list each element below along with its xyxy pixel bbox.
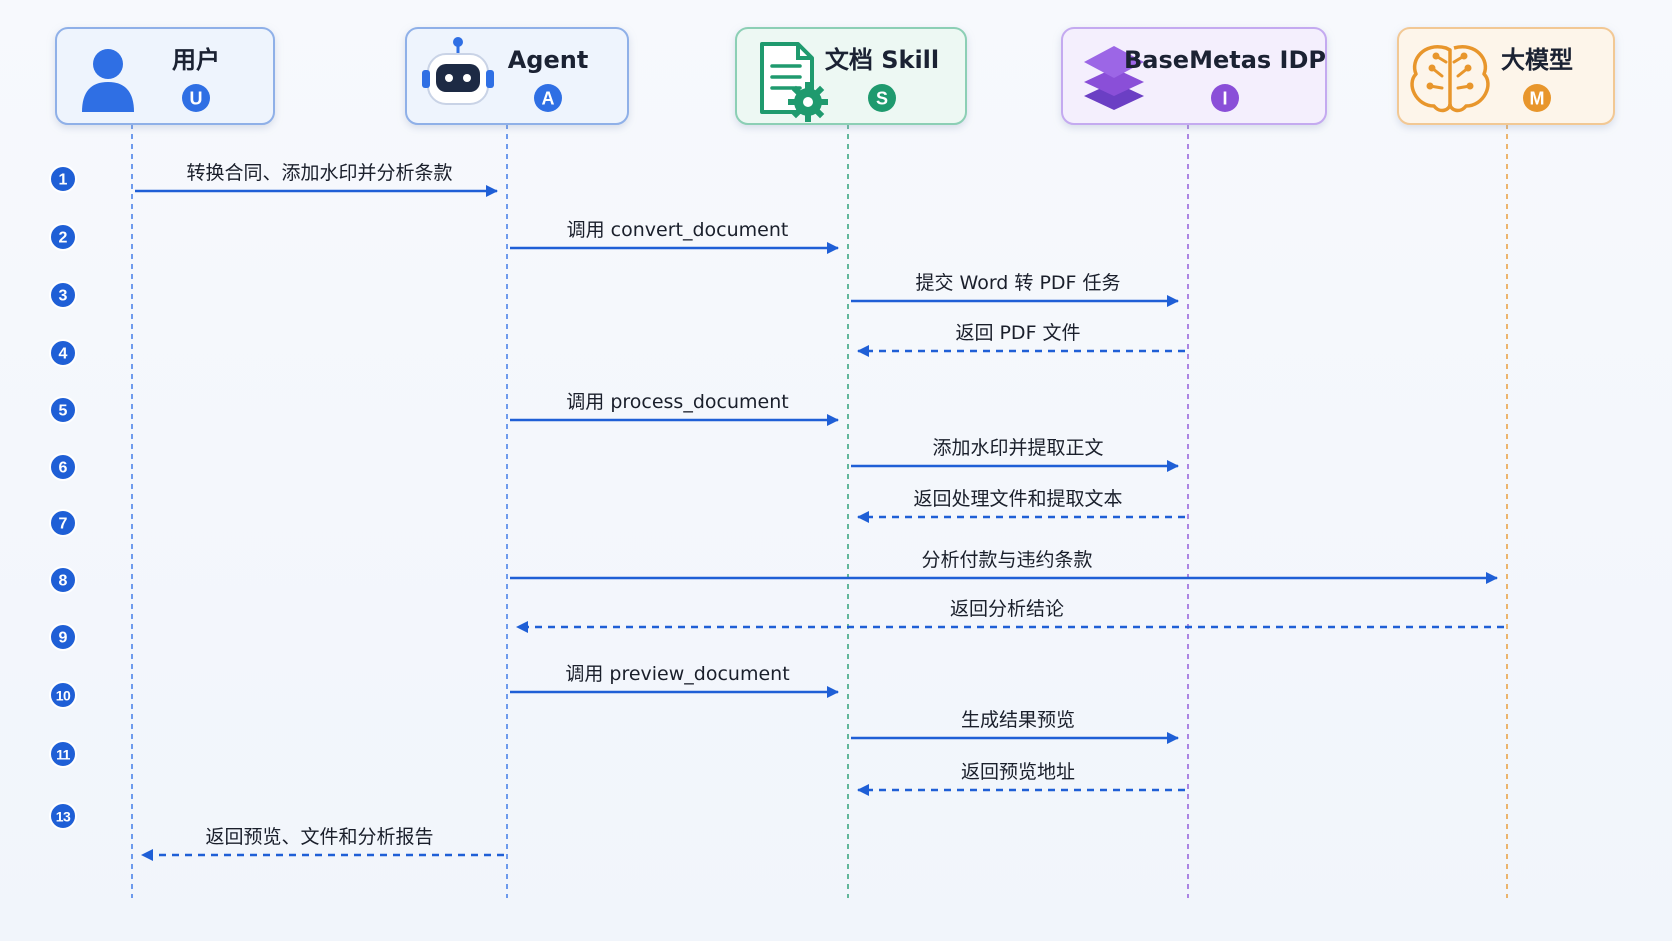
participant-badge: [868, 84, 896, 112]
step-badge: 10: [49, 681, 77, 709]
step-badge: 7: [49, 509, 77, 537]
participant-box: [1397, 27, 1615, 125]
step-badge: 4: [49, 339, 77, 367]
participant-badge-letter: S: [876, 89, 888, 109]
step-badge: 6: [49, 453, 77, 481]
message-arrow: 生成结果预览: [851, 709, 1179, 744]
user-icon: [82, 49, 134, 112]
message-label: 转换合同、添加水印并分析条款: [186, 162, 452, 184]
participant-name: 大模型: [1501, 46, 1573, 74]
step-badge: 5: [49, 396, 77, 424]
message-label: 返回 PDF 文件: [955, 322, 1080, 344]
message-arrow: 返回处理文件和提取文本: [857, 488, 1185, 523]
message-arrow: 转换合同、添加水印并分析条款: [135, 162, 498, 197]
participant-u: 用户 U: [55, 27, 275, 125]
participant-badge-letter: I: [1222, 89, 1227, 109]
message-label: 调用 convert_document: [567, 219, 789, 241]
step-number: 1: [59, 172, 68, 189]
step-number: 10: [56, 688, 71, 704]
step-number: 9: [59, 630, 68, 647]
participant-name: 文档 Skill: [825, 46, 939, 74]
participant-i: BaseMetas IDP I: [1061, 27, 1327, 125]
brain-icon: [1410, 45, 1490, 113]
robot-icon: [422, 37, 494, 105]
message-arrow: 提交 Word 转 PDF 任务: [851, 272, 1179, 307]
participant-badge: [1211, 84, 1239, 112]
step-badge: 13: [49, 802, 77, 830]
layers-icon: [1084, 46, 1144, 110]
message-arrow: 添加水印并提取正文: [851, 437, 1179, 472]
step-number: 11: [56, 747, 71, 763]
message-label: 分析付款与违约条款: [921, 549, 1092, 571]
participant-name: BaseMetas IDP: [1124, 46, 1326, 74]
participant-badge-letter: U: [190, 89, 203, 109]
step-number: 13: [56, 809, 71, 825]
step-number: 5: [59, 403, 68, 420]
message-label: 返回预览地址: [961, 761, 1075, 783]
message-label: 返回预览、文件和分析报告: [205, 826, 433, 848]
participant-badge: [1523, 84, 1551, 112]
step-badge: 1: [49, 165, 77, 193]
step-number: 8: [59, 573, 68, 590]
participant-badge: [182, 84, 210, 112]
participant-name: Agent: [508, 46, 589, 74]
message-label: 调用 process_document: [566, 391, 788, 413]
participant-badge-letter: M: [1530, 89, 1545, 109]
message-arrow: 返回预览地址: [857, 761, 1185, 796]
message-arrow: 返回分析结论: [516, 598, 1504, 633]
step-badge: 11: [49, 740, 77, 768]
message-arrow: 分析付款与违约条款: [510, 549, 1498, 584]
step-badge: 3: [49, 281, 77, 309]
step-number: 7: [59, 516, 68, 533]
message-arrow: 调用 convert_document: [510, 219, 839, 254]
step-badge: 9: [49, 623, 77, 651]
message-arrow: 返回 PDF 文件: [857, 322, 1185, 357]
step-badge: 8: [49, 566, 77, 594]
message-label: 返回分析结论: [950, 598, 1064, 620]
participant-badge: [534, 84, 562, 112]
message-label: 调用 preview_document: [565, 663, 789, 685]
message-label: 返回处理文件和提取文本: [913, 488, 1122, 510]
step-number: 2: [59, 230, 68, 247]
step-number: 4: [59, 346, 68, 363]
message-arrow: 返回预览、文件和分析报告: [141, 826, 504, 861]
message-label: 提交 Word 转 PDF 任务: [915, 272, 1120, 294]
participant-m: 大模型 M: [1397, 27, 1615, 125]
step-number: 3: [59, 288, 68, 305]
participant-name: 用户: [172, 46, 220, 74]
message-arrow: 调用 preview_document: [510, 663, 839, 698]
document-gear-icon: [760, 42, 828, 122]
step-badge: 2: [49, 223, 77, 251]
step-number: 6: [59, 460, 68, 477]
message-arrow: 调用 process_document: [510, 391, 839, 426]
message-label: 生成结果预览: [961, 709, 1075, 731]
message-label: 添加水印并提取正文: [932, 437, 1103, 459]
participant-badge-letter: A: [542, 89, 555, 109]
